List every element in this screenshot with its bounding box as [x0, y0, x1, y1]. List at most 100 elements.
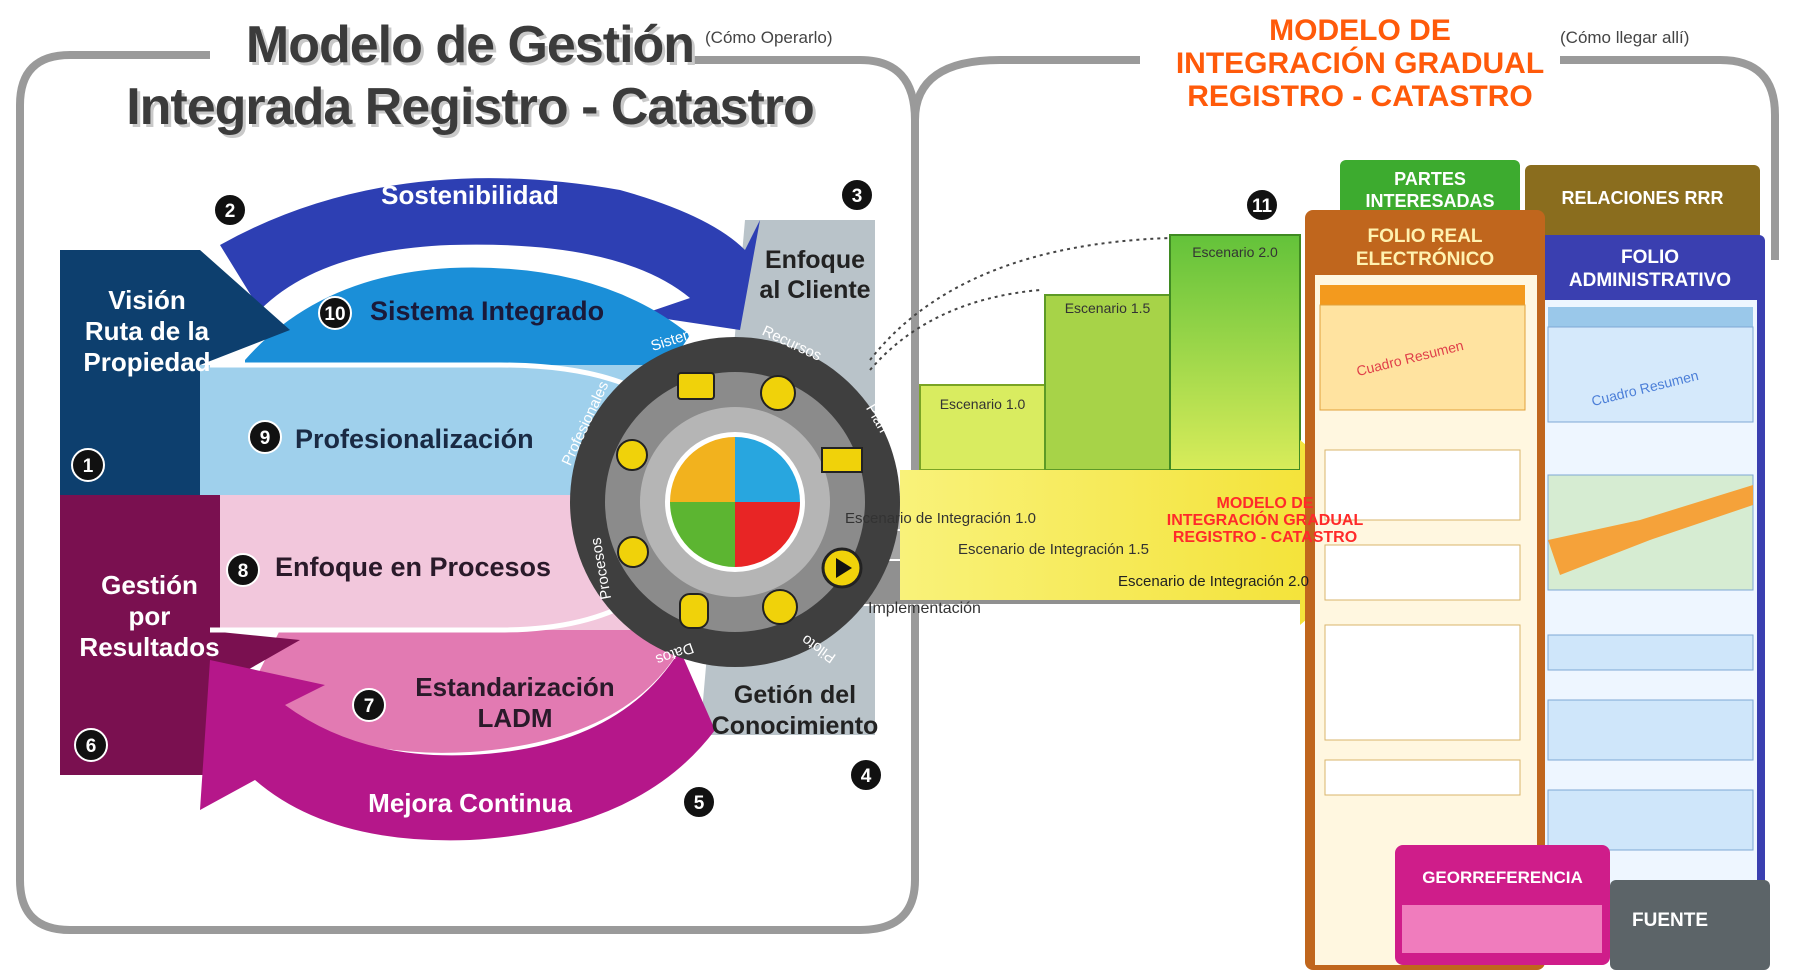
folio-admin-label: FOLIO ADMINISTRATIVO: [1535, 246, 1765, 292]
vision-line1: Visión: [108, 285, 186, 315]
people-icon: [616, 439, 648, 471]
relaciones-label: RELACIONES RRR: [1561, 188, 1724, 208]
right-title: MODELO DE INTEGRACIÓN GRADUAL REGISTRO -…: [1150, 14, 1570, 113]
estandarizacion-line1: Estandarización: [415, 672, 615, 702]
play-icon-triangle: [836, 558, 852, 578]
folio-real-rows-2: [1324, 544, 1521, 601]
stair-1: [919, 384, 1046, 471]
card-fuente: [1610, 880, 1770, 970]
step-number-2: 2: [213, 193, 247, 227]
card-relaciones: [1525, 165, 1760, 240]
gestion-resultados-label: Gestión por Resultados: [62, 570, 237, 663]
step-number-7: 7: [352, 688, 386, 722]
folio-admin-header-strip: [1548, 307, 1753, 327]
step-number-11: 11: [1245, 188, 1279, 222]
step-number-4: 4: [849, 758, 883, 792]
folio-real-line1: FOLIO REAL: [1367, 226, 1483, 247]
step-number-5: 5: [682, 785, 716, 819]
stair-2: [1044, 294, 1171, 471]
partes-label: PARTES INTERESADAS: [1340, 168, 1520, 212]
right-note: (Cómo llegar allí): [1560, 28, 1690, 47]
mejora-arrow: [200, 650, 715, 841]
cycle-icon: [617, 536, 649, 568]
enfoque-procesos-label: Enfoque en Procesos: [275, 552, 552, 582]
monitor-icon: [677, 372, 715, 400]
arrow-label-int-2-0: Escenario de Integración 2.0: [1118, 573, 1309, 590]
conocimiento-line2: Conocimiento: [711, 712, 879, 740]
puzzle-red: [735, 502, 800, 567]
plan-icon: [821, 447, 863, 473]
big-arrow-label: MODELO DE INTEGRACIÓN GRADUAL REGISTRO -…: [1150, 495, 1380, 546]
gestion-block-fill: [60, 495, 220, 775]
sistema-band: [245, 267, 690, 365]
step-number-3: 3: [840, 178, 874, 212]
sostenibilidad-arrow: [220, 178, 760, 330]
georreferencia-table: [1402, 905, 1602, 953]
right-frame-top: [1560, 56, 1779, 260]
gestion-line3: Resultados: [79, 632, 220, 662]
vision-line2: Ruta de la: [84, 316, 210, 346]
arrow-label-int-1-5: Escenario de Integración 1.5: [958, 541, 1149, 558]
folio-real-rows-4: [1324, 759, 1521, 796]
puzzle-blue: [735, 437, 800, 502]
right-title-line1: MODELO DE: [1269, 14, 1451, 47]
vision-block: [60, 250, 290, 495]
enfoque-cliente-label: Enfoque al Cliente: [750, 245, 880, 305]
dotted-pointer-2: [869, 237, 1171, 361]
puzzle-green: [670, 502, 735, 567]
estandarizacion-band: [250, 630, 690, 753]
gauge-icon: [762, 589, 798, 625]
right-frame: [911, 56, 1140, 121]
vision-label: Visión Ruta de la Propiedad: [62, 285, 232, 378]
left-frame: [16, 51, 919, 934]
step-number-9: 9: [248, 420, 282, 454]
conocimiento-line1: Getión del: [733, 681, 857, 709]
gestion-line2: por: [128, 601, 171, 631]
estandarizacion-label: Estandarización LADM: [400, 672, 630, 734]
sistema-integrado-label: Sistema Integrado: [370, 296, 605, 326]
estandarizacion-line2: LADM: [477, 703, 553, 733]
vision-line3: Propiedad: [83, 347, 211, 377]
folio-admin-map-road: [1548, 485, 1753, 575]
step-number-10: 10: [318, 296, 352, 330]
folio-real-header-strip: [1320, 285, 1525, 305]
folio-real-rows-3: [1324, 624, 1521, 741]
fuente-label: FUENTE: [1632, 910, 1708, 931]
left-note: (Cómo Operarlo): [705, 28, 833, 47]
big-arrow-line3: REGISTRO - CATASTRO: [1172, 529, 1358, 546]
dotted-pointer-1: [869, 289, 1041, 371]
gestion-conocimiento-label: Getión del Conocimiento: [700, 680, 890, 742]
step-number-6: 6: [74, 728, 108, 762]
folio-admin-rows-3: [1547, 789, 1754, 851]
arrow-label-int-1-0: Escenario de Integración 1.0: [845, 510, 1036, 527]
stair-3: [1169, 234, 1301, 471]
folio-real-label: FOLIO REAL ELECTRÓNICO: [1305, 225, 1545, 271]
folio-admin-rows-2: [1547, 699, 1754, 761]
folio-admin-line2: ADMINISTRATIVO: [1568, 270, 1732, 291]
main-title-line2: Integrada Registro - Catastro: [126, 78, 815, 136]
puzzle-yellow: [670, 437, 735, 502]
database-icon: [679, 593, 709, 629]
big-arrow-line1: MODELO DE: [1216, 495, 1314, 512]
big-arrow-line2: INTEGRACIÓN GRADUAL: [1166, 512, 1364, 529]
gestion-line1: Gestión: [101, 570, 198, 600]
stair-label-2: Escenario 1.5: [1064, 300, 1151, 316]
sostenibilidad-label: Sostenibilidad: [381, 180, 559, 210]
profesionalizacion-label: Profesionalización: [295, 424, 534, 454]
folio-real-rows: [1324, 449, 1521, 521]
folio-real-line2: ELECTRÓNICO: [1355, 249, 1495, 270]
stair-label-3: Escenario 2.0: [1192, 244, 1278, 260]
folio-admin-table: [1547, 326, 1754, 423]
enfoque-cliente-line2: al Cliente: [759, 276, 871, 304]
coin-icon: [760, 375, 796, 411]
folio-real-table: [1319, 304, 1526, 411]
partes-line1: PARTES: [1394, 169, 1466, 189]
stair-label-1: Escenario 1.0: [939, 396, 1026, 412]
step-number-8: 8: [226, 553, 260, 587]
folio-admin-line1: FOLIO: [1620, 247, 1680, 268]
georreferencia-label: GEORREFERENCIA: [1422, 868, 1583, 887]
main-title-line1: Modelo de Gestión: [245, 16, 695, 74]
big-yellow-arrow: [900, 440, 1410, 625]
right-title-line3: REGISTRO - CATASTRO: [1187, 80, 1533, 113]
